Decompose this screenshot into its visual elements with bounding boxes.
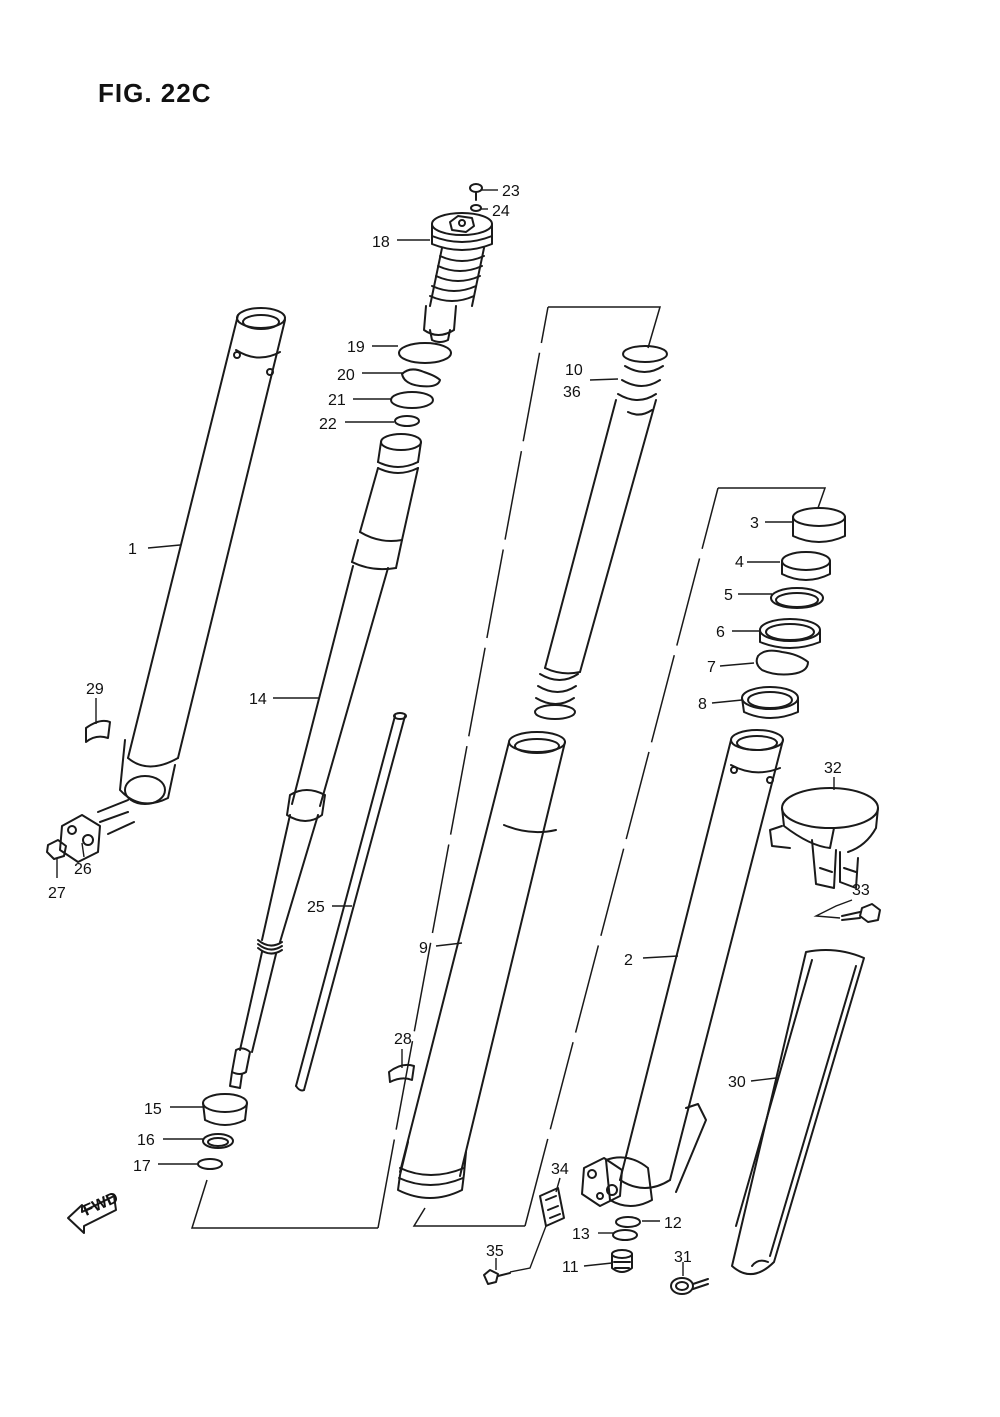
callout-21: 21 bbox=[328, 392, 346, 409]
cap-nut bbox=[46, 839, 67, 860]
callout-20: 20 bbox=[337, 367, 355, 384]
guard-bolt-31 bbox=[670, 1277, 709, 1295]
callout-25: 25 bbox=[307, 899, 325, 916]
callout-22: 22 bbox=[319, 416, 337, 433]
callout-23: 23 bbox=[502, 183, 520, 200]
label-29 bbox=[85, 719, 111, 743]
callout-14: 14 bbox=[249, 691, 267, 708]
callout-5: 5 bbox=[724, 587, 733, 604]
outer-tube-right bbox=[581, 729, 784, 1207]
fork-clamp-32 bbox=[769, 787, 879, 889]
callout-30: 30 bbox=[728, 1074, 746, 1091]
callout-34: 34 bbox=[551, 1161, 569, 1178]
stopper-ring-20 bbox=[401, 368, 441, 388]
bushing-15 bbox=[202, 1093, 248, 1126]
callout-27: 27 bbox=[48, 885, 66, 902]
callout-12: 12 bbox=[664, 1215, 682, 1232]
dust-seal-8 bbox=[741, 686, 799, 719]
ring-21 bbox=[390, 391, 434, 409]
callout-35: 35 bbox=[486, 1243, 504, 1260]
outer-tube bbox=[97, 307, 286, 835]
callout-24: 24 bbox=[492, 203, 510, 220]
callout-4: 4 bbox=[735, 554, 744, 571]
screw-35 bbox=[483, 1269, 511, 1285]
callout-28: 28 bbox=[394, 1031, 412, 1048]
leader-lines bbox=[56, 189, 853, 1276]
inner-tube bbox=[397, 731, 566, 1199]
callout-6: 6 bbox=[716, 624, 725, 641]
damper-bolt-11 bbox=[611, 1249, 633, 1273]
callout-29: 29 bbox=[86, 681, 104, 698]
callout-8: 8 bbox=[698, 696, 707, 713]
callout-13: 13 bbox=[572, 1226, 590, 1243]
fork-cap-bolt-assembly bbox=[423, 212, 493, 343]
seal-spacer-5 bbox=[770, 587, 824, 609]
circlip-17 bbox=[197, 1158, 223, 1170]
figure-title: FIG. 22C bbox=[98, 78, 211, 108]
callout-33: 33 bbox=[852, 882, 870, 899]
assembly-frame-outer bbox=[412, 487, 827, 1227]
callout-7: 7 bbox=[707, 659, 716, 676]
callout-26: 26 bbox=[74, 861, 92, 878]
o-ring-19 bbox=[398, 342, 452, 364]
callout-17: 17 bbox=[133, 1158, 151, 1175]
reflector-34 bbox=[539, 1187, 565, 1227]
ring-22 bbox=[394, 415, 420, 427]
callout-9: 9 bbox=[419, 940, 428, 957]
rod-25 bbox=[295, 712, 407, 1092]
callout-2: 2 bbox=[624, 952, 633, 969]
damper-rod-cylinder bbox=[229, 433, 422, 1089]
callout-15: 15 bbox=[144, 1101, 162, 1118]
callout-32: 32 bbox=[824, 760, 842, 777]
guide-bushing-3 bbox=[792, 507, 846, 543]
washer-13 bbox=[612, 1229, 638, 1241]
oil-seal-6 bbox=[759, 618, 821, 649]
callout-10: 10 bbox=[565, 362, 583, 379]
callout-36: 36 bbox=[563, 384, 581, 401]
callout-11: 11 bbox=[562, 1259, 579, 1276]
cap-screw-o-ring bbox=[470, 204, 482, 212]
callout-labels: 1 2 3 4 5 6 7 8 9 10 36 11 12 13 14 15 1… bbox=[48, 183, 870, 1276]
label-28 bbox=[388, 1063, 415, 1083]
slide-bushing-4 bbox=[781, 551, 831, 581]
washer-16 bbox=[202, 1133, 234, 1149]
gasket-12 bbox=[615, 1216, 641, 1228]
callout-18: 18 bbox=[372, 234, 390, 251]
cap-screw bbox=[469, 183, 483, 201]
fork-guard-30 bbox=[731, 949, 865, 1275]
fork-spring bbox=[534, 345, 668, 720]
clamp-bolt-33 bbox=[841, 903, 881, 923]
callout-16: 16 bbox=[137, 1132, 155, 1149]
callout-3: 3 bbox=[750, 515, 759, 532]
callout-19: 19 bbox=[347, 339, 365, 356]
callout-1: 1 bbox=[128, 541, 137, 558]
forward-arrow-icon: FWD bbox=[67, 1189, 121, 1234]
assembly-frame-inner bbox=[190, 306, 662, 1229]
snap-ring-7 bbox=[755, 649, 809, 676]
axle-holder-cap bbox=[59, 814, 101, 863]
callout-31: 31 bbox=[674, 1249, 692, 1266]
